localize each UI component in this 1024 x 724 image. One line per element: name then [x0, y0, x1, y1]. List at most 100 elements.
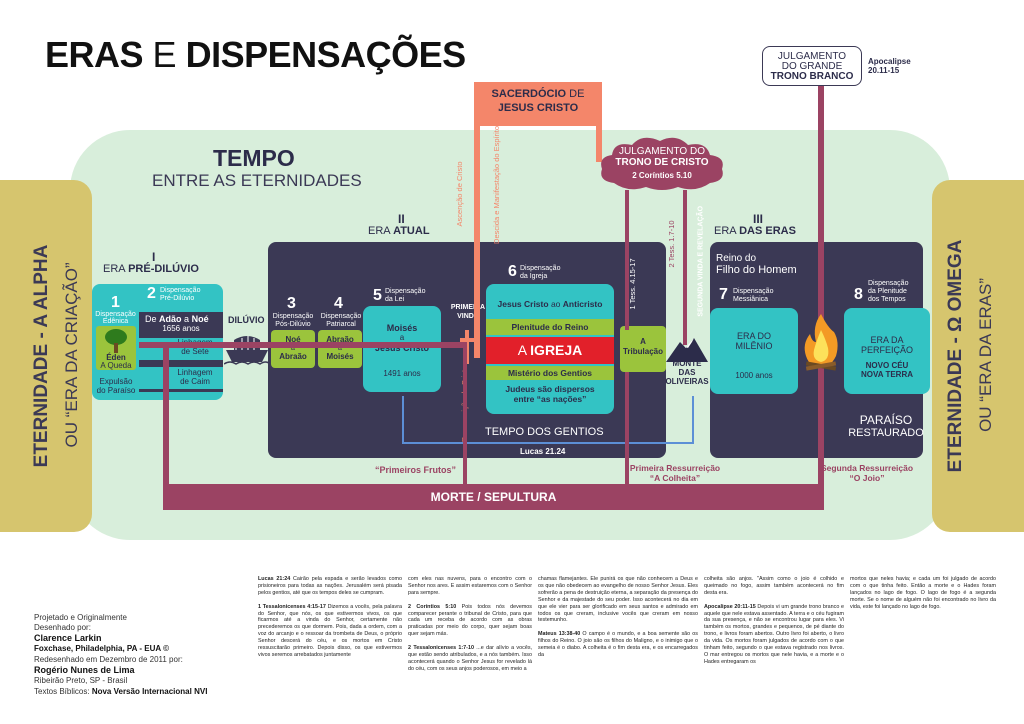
tribulacao-a: A [640, 337, 646, 346]
credits-l1: Projetado e Originalmente [34, 613, 127, 622]
d7-label-a: Dispensação [733, 288, 774, 295]
d2-cain-band [139, 367, 223, 389]
text-column-1: Lucas 21:24 Cairão pela espada e serão l… [258, 576, 402, 659]
tess1-label: 1 Tess. 4.15-17 [628, 258, 638, 310]
d3-box [271, 330, 315, 368]
d7-b: MILÊNIO [735, 341, 773, 351]
d5-label-b: da Lei [385, 296, 405, 303]
d5-a: Moisés [386, 323, 418, 333]
tree-icon [105, 329, 127, 353]
eternity-omega-sublabel: OU “ERA DA ERAS” [976, 277, 996, 432]
d5-box [363, 306, 441, 392]
d2-years: 1656 anos [162, 324, 200, 333]
c2-body: com eles nas nuvens, para o encontro com… [408, 576, 532, 596]
primeira-vinda-b: VINDA [457, 313, 479, 320]
d8-c: NOVO CÉU [865, 361, 909, 370]
text-column-5: mortos que neles havia; e cada um foi ju… [850, 576, 996, 611]
sacerdocio-a: SACERDÓCIO [491, 88, 567, 100]
d1-eden-a: Éden [106, 353, 126, 362]
eternity-alpha-sublabel: OU “ERA DA CRIAÇÃO” [62, 262, 82, 448]
credits-l2: Desenhado por: [34, 623, 91, 632]
eternity-alpha-label: ETERNIDADE - A ALPHA [31, 244, 53, 468]
text-column-4: colheita são anjos. "Assim como o joio é… [704, 576, 844, 666]
c3-ref2: Mateus 13:38-40 [538, 631, 581, 638]
era2-label-b: ATUAL [393, 225, 430, 237]
d7-num: 7 [719, 286, 728, 303]
gt-c: TRONO BRANCO [770, 71, 854, 82]
great-throne-line [818, 86, 824, 486]
c2-ref2: 2 Coríntios 5:10 [408, 603, 457, 610]
tess2-label: 2 Tess. 1.7-10 [667, 220, 677, 268]
d1-num: 1 [111, 294, 120, 311]
ark-icon [224, 336, 270, 365]
d6-row1-b: ao [550, 299, 561, 309]
d3-c: Abraão [279, 352, 307, 361]
c2-body3: ...e dar alívio a vocês, que estão sendo… [408, 645, 533, 672]
c4-body: colheita são anjos. "Assim como o joio é… [704, 576, 844, 596]
era2-label-a: ERA [368, 225, 391, 237]
c4-body2: Depois vi um grande trono branco e aquel… [704, 603, 844, 665]
c4-ref2: Apocalipse 20:11-15 [704, 603, 756, 610]
c2-body2: Pois todos nós devemos comparecer perant… [408, 603, 532, 638]
d4-c: Moisés [326, 352, 354, 361]
primeira-ress-b: “A Colheita” [649, 473, 701, 483]
paraiso-a: PARAÍSO [859, 413, 913, 427]
d8-label-c: dos Tempos [868, 296, 906, 303]
d7-years: 1000 anos [735, 371, 773, 380]
d5-b: a [399, 333, 405, 342]
reino-a: Reino do [716, 253, 757, 264]
gentios-bracket [402, 396, 694, 444]
gt-a: JULGAMENTO [777, 51, 847, 62]
monte-b: DAS [678, 368, 696, 377]
credits-l3: Clarence Larkin [34, 633, 102, 643]
d7-a: ERA DO [736, 331, 771, 341]
d3-a: Noé [285, 335, 301, 344]
segunda-ress-b: “O Joio” [849, 473, 885, 483]
d5-c: Jesus Cristo [374, 343, 430, 353]
d5-label-a: Dispensação [385, 288, 426, 295]
sacerdocio-box [474, 82, 602, 126]
credits-l5: Redesenhado em Dezembro de 2011 por: [34, 655, 183, 664]
d1-expulsion-a: Expulsão [99, 377, 133, 386]
ascencao-label: Ascenção de Cristo [455, 161, 465, 227]
d8-d: NOVA TERRA [861, 370, 913, 379]
c1-body2: Dizemos a vocês, pela palavra do Senhor,… [258, 603, 402, 658]
d6-row4-band [486, 366, 614, 380]
d1-expulsion-b: do Paraíso [96, 386, 136, 395]
era2-num: II [398, 212, 405, 226]
d6-row2-band [486, 319, 614, 335]
gt-ref-a: Apocalipse [868, 57, 911, 66]
text-column-2: com eles nas nuvens, para o encontro com… [408, 576, 532, 673]
credits-l8: Textos Bíblicos: Nova Versão Internacion… [34, 687, 207, 696]
era1-label-b: PRÉ-DILÚVIO [128, 263, 199, 275]
rapture-line [625, 190, 629, 330]
d2-seth-b: de Sete [181, 347, 209, 356]
d6-num: 6 [508, 263, 517, 280]
reino-b: Filho do Homem [716, 264, 797, 276]
d5-years: 1491 anos [383, 369, 421, 378]
c1-ref2: 1 Tessalonicenses 4:15-17 [258, 603, 326, 610]
sacerdocio-c: JESUS CRISTO [497, 102, 579, 114]
paraiso-b: RESTAURADO [848, 427, 924, 439]
d2-range-c: a [184, 314, 190, 324]
morte-band [163, 484, 824, 510]
fire-icon [804, 314, 838, 371]
d6-row1-a: Jesus Cristo [497, 299, 549, 309]
era3-label: ERA DAS ERAS [714, 225, 796, 238]
d8-label-b: da Plenitude [868, 288, 907, 295]
d6-label-a: Dispensação [520, 265, 561, 272]
lucas-label: Lucas 21.24 [520, 447, 566, 456]
title-part-a: ERAS [45, 34, 144, 75]
d4-label-a: Dispensação [320, 313, 362, 320]
d7-label-b: Messiânica [733, 296, 769, 303]
d2-label-a: Dispensação [160, 287, 201, 294]
d3-label-b: Pós-Dilúvio [275, 321, 311, 328]
d6-row3-band [486, 337, 614, 364]
era3-label-b: DAS ERAS [739, 225, 796, 237]
death-pipe-top [139, 342, 467, 348]
d8-box [844, 308, 930, 394]
eternity-omega-label: ETERNIDADE - Ω OMEGA [945, 239, 967, 473]
d4-num: 4 [334, 295, 343, 312]
segunda-ress-a: Segunda Ressurreição [820, 463, 914, 473]
